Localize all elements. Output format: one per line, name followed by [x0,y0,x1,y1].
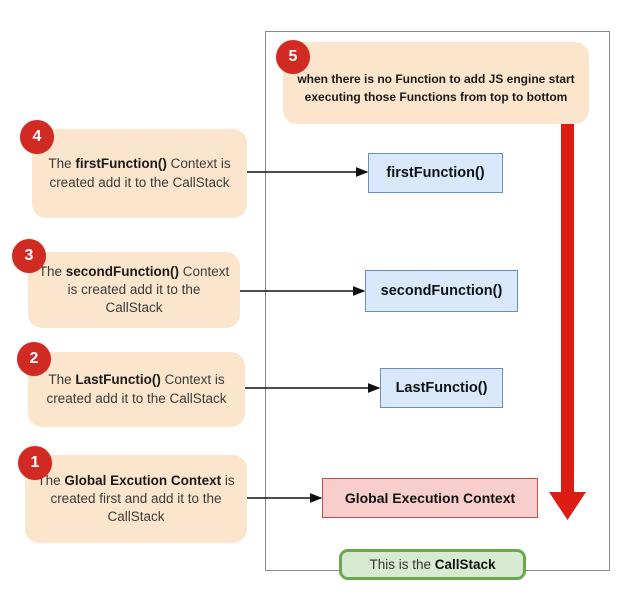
callstack-label: This is the CallStack [339,549,526,580]
stack-box-label: LastFunctio() [395,380,488,396]
callout-step-1: The Global Excution Context is created f… [18,446,247,543]
callout-text: The LastFunctio() Context is created add… [46,372,227,406]
callout-step-4: The firstFunction() Context is created a… [20,120,247,218]
step-badge-1: 1 [18,446,52,480]
callout-text: The secondFunction() Context is created … [38,263,230,316]
callout-step-5: when there is no Function to add JS engi… [276,40,589,124]
stack-box-global-execution-context: Global Execution Context [322,478,538,518]
stack-box-label: firstFunction() [386,165,485,181]
step-badge-5: 5 [276,40,310,74]
stack-box-label: Global Execution Context [344,490,516,506]
callout-text: when there is no Function to add JS engi… [297,72,575,104]
stack-box-firstfunction: firstFunction() [368,153,503,193]
callstack-label-text: This is the CallStack [369,557,496,572]
callout-text: The Global Excution Context is created f… [37,472,235,525]
stack-box-secondfunction: secondFunction() [365,270,518,312]
callout-step-2: The LastFunctio() Context is created add… [17,342,245,427]
stack-box-label: secondFunction() [380,283,503,299]
step-badge-3: 3 [12,239,46,273]
callout-step-3: The secondFunction() Context is created … [12,239,240,328]
stack-box-lastfunction: LastFunctio() [380,368,503,408]
step-badge-2: 2 [17,342,51,376]
step-badge-4: 4 [20,120,54,154]
callout-text: The firstFunction() Context is created a… [48,156,231,190]
